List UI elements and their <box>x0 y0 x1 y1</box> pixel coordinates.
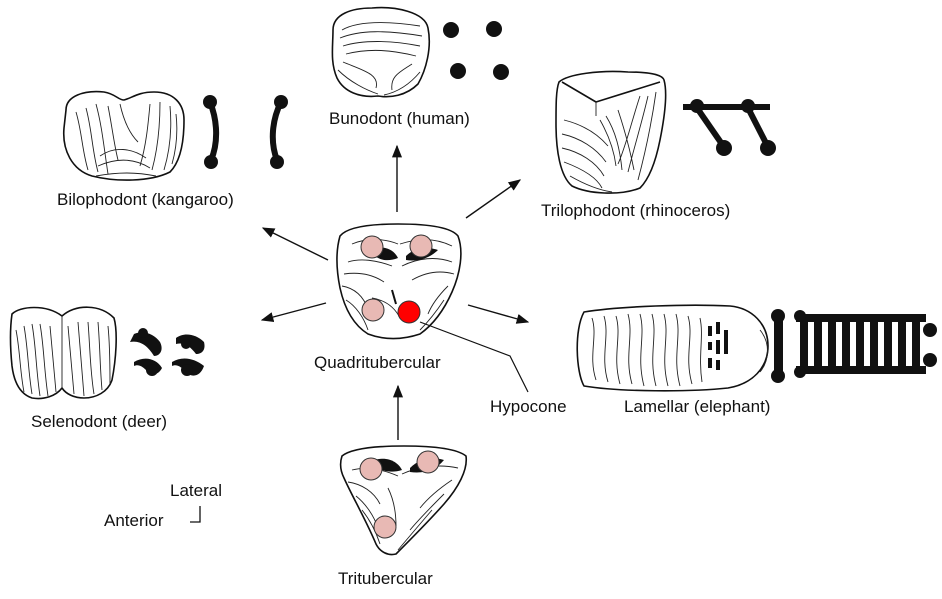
hypocone-label: Hypocone <box>490 397 567 416</box>
arrow-to-selenodont <box>262 303 326 320</box>
tri-protocone-cusp <box>374 516 396 538</box>
lateral-label: Lateral <box>170 481 222 500</box>
tri-metacone-cusp <box>417 451 439 473</box>
tritubercular-label: Tritubercular <box>338 569 433 588</box>
protocone-cusp <box>361 236 383 258</box>
tri-paracone-cusp <box>360 458 382 480</box>
orientation-key: Lateral Anterior <box>104 481 222 530</box>
selenodont-tooth <box>11 307 205 398</box>
lamellar-tooth <box>577 305 937 391</box>
arrow-to-lamellar <box>468 305 528 322</box>
hypocone-cusp <box>398 301 420 323</box>
lamellar-schematic <box>771 309 937 383</box>
arrow-to-trilophodont <box>466 180 520 218</box>
bunodont-label: Bunodont (human) <box>329 109 470 128</box>
bilophodont-label: Bilophodont (kangaroo) <box>57 190 234 209</box>
bilophodont-tooth <box>64 92 288 180</box>
orientation-corner-icon <box>190 506 200 522</box>
arrow-to-bilophodont <box>263 228 328 260</box>
quadritubercular-label: Quadritubercular <box>314 353 441 372</box>
metacone-cusp <box>362 299 384 321</box>
tritubercular-tooth <box>341 446 467 555</box>
anterior-label: Anterior <box>104 511 164 530</box>
paracone-cusp <box>410 235 432 257</box>
trilophodont-tooth <box>556 71 776 193</box>
bunodont-tooth <box>332 8 509 97</box>
lamellar-label: Lamellar (elephant) <box>624 397 770 416</box>
quadritubercular-tooth <box>337 224 461 339</box>
trilophodont-label: Trilophodont (rhinoceros) <box>541 201 730 220</box>
selenodont-label: Selenodont (deer) <box>31 412 167 431</box>
